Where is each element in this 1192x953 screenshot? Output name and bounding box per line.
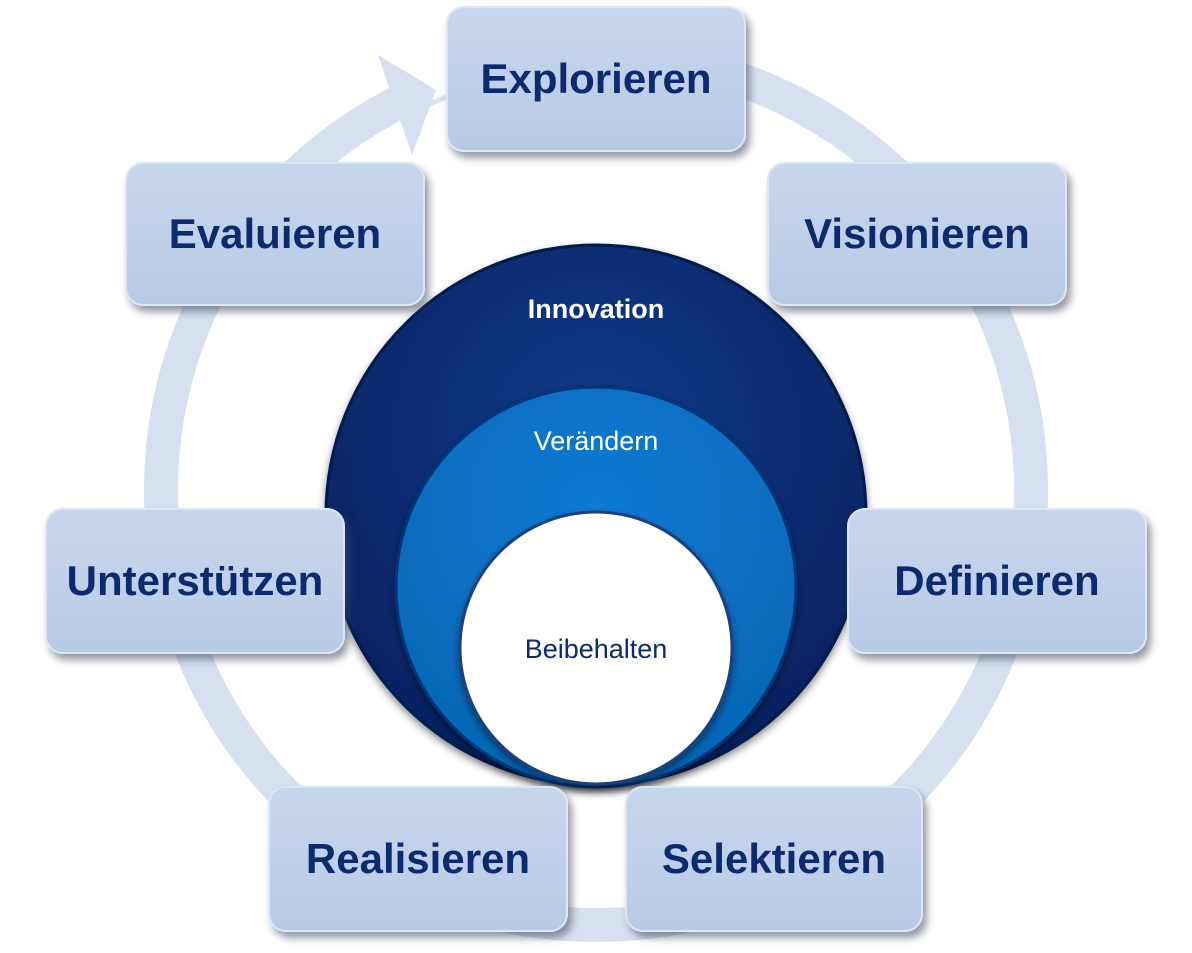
- step-box-explorieren: Explorieren: [446, 6, 746, 152]
- innovation-label: Innovation: [527, 294, 665, 324]
- step-box-unterstuetzen: Unterstützen: [45, 508, 345, 654]
- step-box-realisieren: Realisieren: [268, 786, 568, 932]
- step-label-realisieren: Realisieren: [305, 835, 531, 882]
- veraendern-label: Verändern: [533, 426, 659, 456]
- step-label-unterstuetzen: Unterstützen: [66, 557, 324, 604]
- step-label-selektieren: Selektieren: [661, 835, 887, 882]
- step-box-definieren: Definieren: [847, 508, 1147, 654]
- step-label-visionieren: Visionieren: [804, 210, 1030, 257]
- step-box-evaluieren: Evaluieren: [125, 162, 425, 306]
- beibehalten-label: Beibehalten: [524, 634, 668, 664]
- step-label-definieren: Definieren: [894, 557, 1100, 604]
- step-label-explorieren: Explorieren: [480, 55, 712, 102]
- cycle-arrow-head: [378, 55, 436, 155]
- step-box-selektieren: Selektieren: [625, 786, 923, 932]
- circle-beibehalten: [458, 510, 734, 786]
- step-label-evaluieren: Evaluieren: [168, 210, 382, 257]
- step-box-visionieren: Visionieren: [767, 162, 1067, 306]
